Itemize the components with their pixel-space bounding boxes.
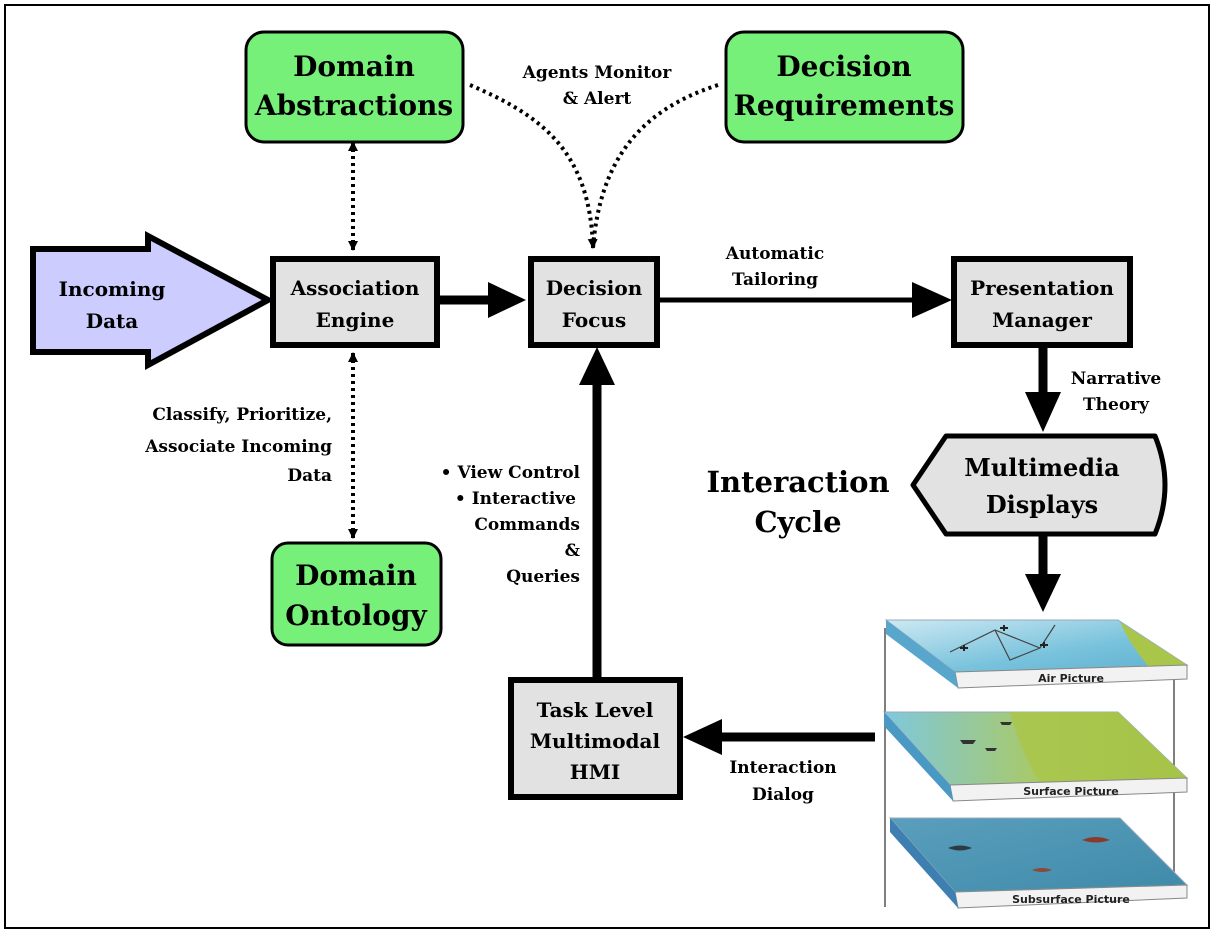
- air-caption: Air Picture: [1038, 672, 1104, 685]
- incoming-data-line1: Incoming: [59, 277, 166, 301]
- submarine-icon: [1032, 868, 1052, 872]
- subsurface-layer: Subsurface Picture: [888, 817, 1189, 909]
- decision-focus-line1: Decision: [546, 276, 643, 300]
- multimedia-layers-arrowhead: [1025, 574, 1061, 612]
- agents-monitor-label: Agents Monitor& Alert: [522, 63, 673, 109]
- incoming-data-line2: Data: [86, 309, 139, 333]
- domain-abstractions-line2: Abstractions: [254, 89, 453, 122]
- multimedia-displays-line1: Multimedia: [964, 453, 1119, 482]
- multimedia-displays-line2: Displays: [986, 490, 1098, 519]
- association-engine-line1: Association: [290, 276, 420, 300]
- hmi-line1: Task Level: [537, 698, 654, 722]
- aircraft-icon: [1040, 642, 1048, 648]
- submarine-icon: [948, 845, 972, 851]
- focus-presentation-arrowhead: [912, 282, 952, 318]
- presentation-manager-line2: Manager: [992, 308, 1092, 332]
- hmi-line2: Multimodal: [530, 729, 661, 753]
- ship-icon: [960, 740, 976, 744]
- aircraft-icon: [960, 645, 968, 651]
- presentation-multimedia-arrowhead: [1025, 392, 1061, 432]
- decision-requirements-line2: Requirements: [734, 89, 955, 122]
- layers-hmi-arrowhead: [683, 719, 722, 755]
- surface-layer: Surface Picture: [882, 711, 1189, 802]
- domain-ontology-line2: Ontology: [285, 599, 427, 632]
- agents-curve-right: [591, 83, 719, 249]
- domain-ontology-line1: Domain: [295, 559, 417, 592]
- submarine-icon: [1082, 837, 1110, 843]
- layered-pictures: Subsurface Picture Surface Picture Air P…: [882, 619, 1189, 909]
- presentation-manager-line1: Presentation: [970, 276, 1114, 300]
- domain-abstractions-line1: Domain: [293, 50, 415, 83]
- aircraft-icon: [1000, 625, 1008, 631]
- association-engine-line2: Engine: [316, 308, 395, 332]
- hmi-focus-arrowhead: [579, 347, 615, 385]
- outer-frame: [4, 4, 1210, 929]
- engine-focus-arrowhead: [488, 282, 526, 318]
- air-layer: Air Picture: [884, 619, 1189, 689]
- decision-requirements-line1: Decision: [776, 50, 911, 83]
- subsurface-caption: Subsurface Picture: [1012, 893, 1130, 906]
- decision-focus-line2: Focus: [562, 308, 626, 332]
- hmi-line3: HMI: [570, 760, 620, 784]
- surface-caption: Surface Picture: [1023, 785, 1119, 798]
- ship-icon: [985, 748, 997, 751]
- agents-curve-left: [469, 83, 598, 249]
- ship-icon: [1000, 722, 1012, 725]
